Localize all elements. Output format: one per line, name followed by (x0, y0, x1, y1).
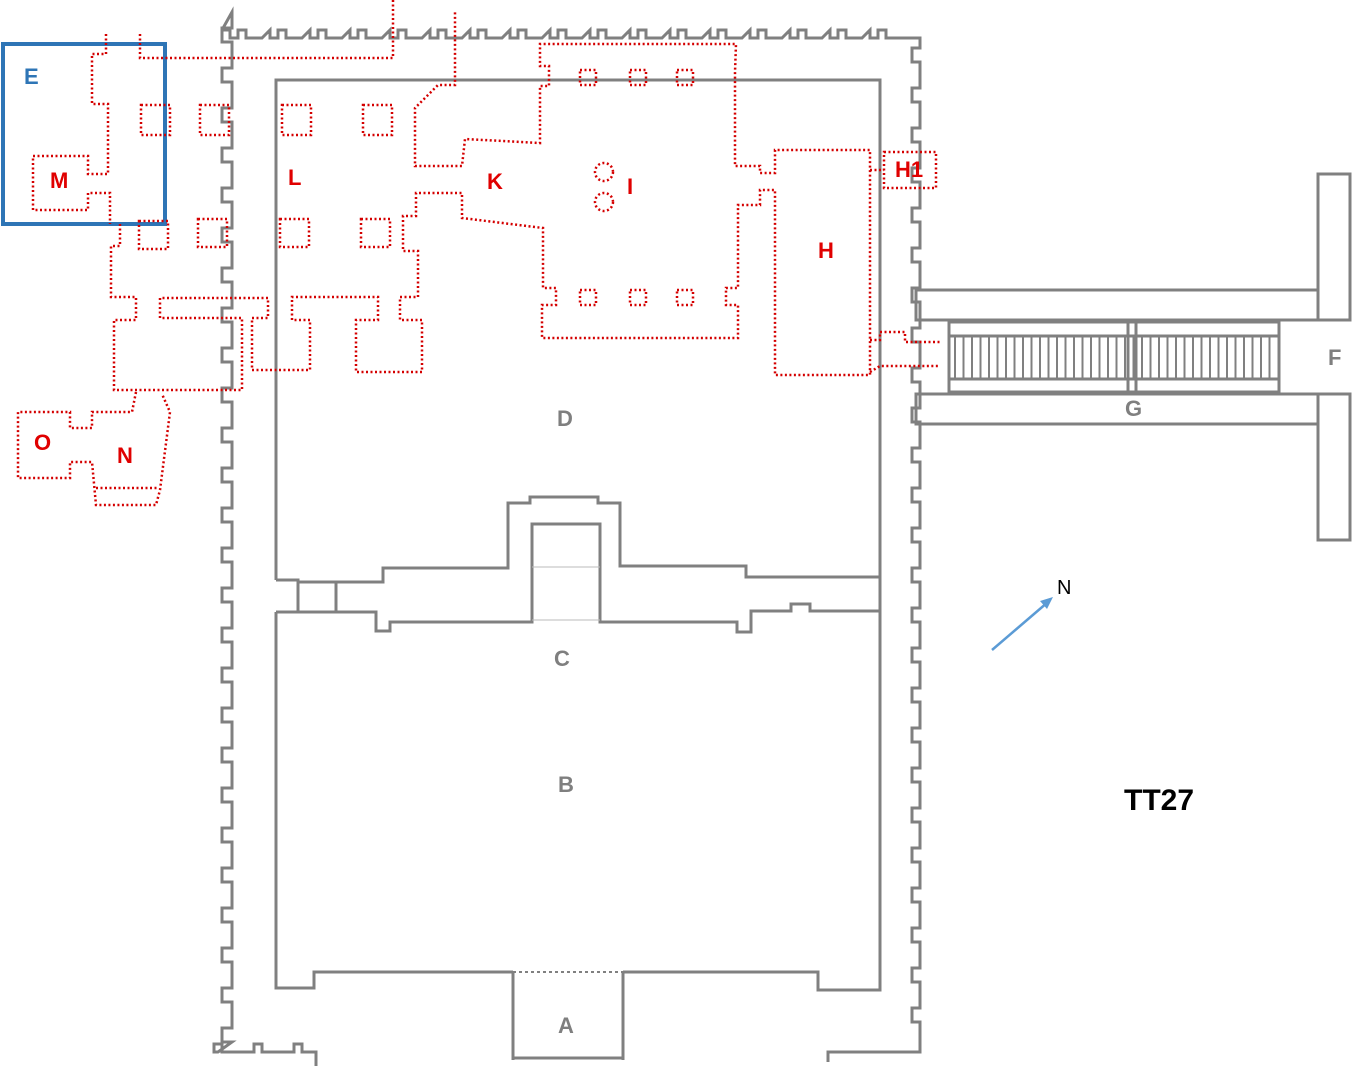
cross-hall-c (276, 495, 880, 634)
causeway-g (914, 172, 1352, 542)
label-f: F (1328, 345, 1341, 370)
plan-title: TT27 (1124, 784, 1194, 817)
label-d: D (557, 406, 573, 431)
label-a: A (558, 1013, 574, 1038)
outer-enclosure-wall (212, 6, 922, 1066)
north-arrow: N (991, 577, 1071, 651)
label-c: C (554, 646, 570, 671)
excavated-areas (16, 0, 940, 507)
north-label: N (1057, 577, 1071, 599)
label-i: I (627, 174, 633, 199)
label-b: B (558, 772, 574, 797)
label-n: N (117, 443, 133, 468)
label-e: E (24, 64, 39, 89)
label-o: O (34, 430, 51, 455)
inner-court-wall (274, 78, 882, 992)
label-g: G (1125, 396, 1142, 421)
label-k: K (487, 169, 503, 194)
label-h1: H1 (895, 157, 923, 182)
entrance-gate-a (511, 971, 625, 1060)
label-m: M (50, 168, 68, 193)
label-h: H (818, 238, 834, 263)
label-l: L (288, 165, 301, 190)
stair-lines (532, 566, 600, 621)
